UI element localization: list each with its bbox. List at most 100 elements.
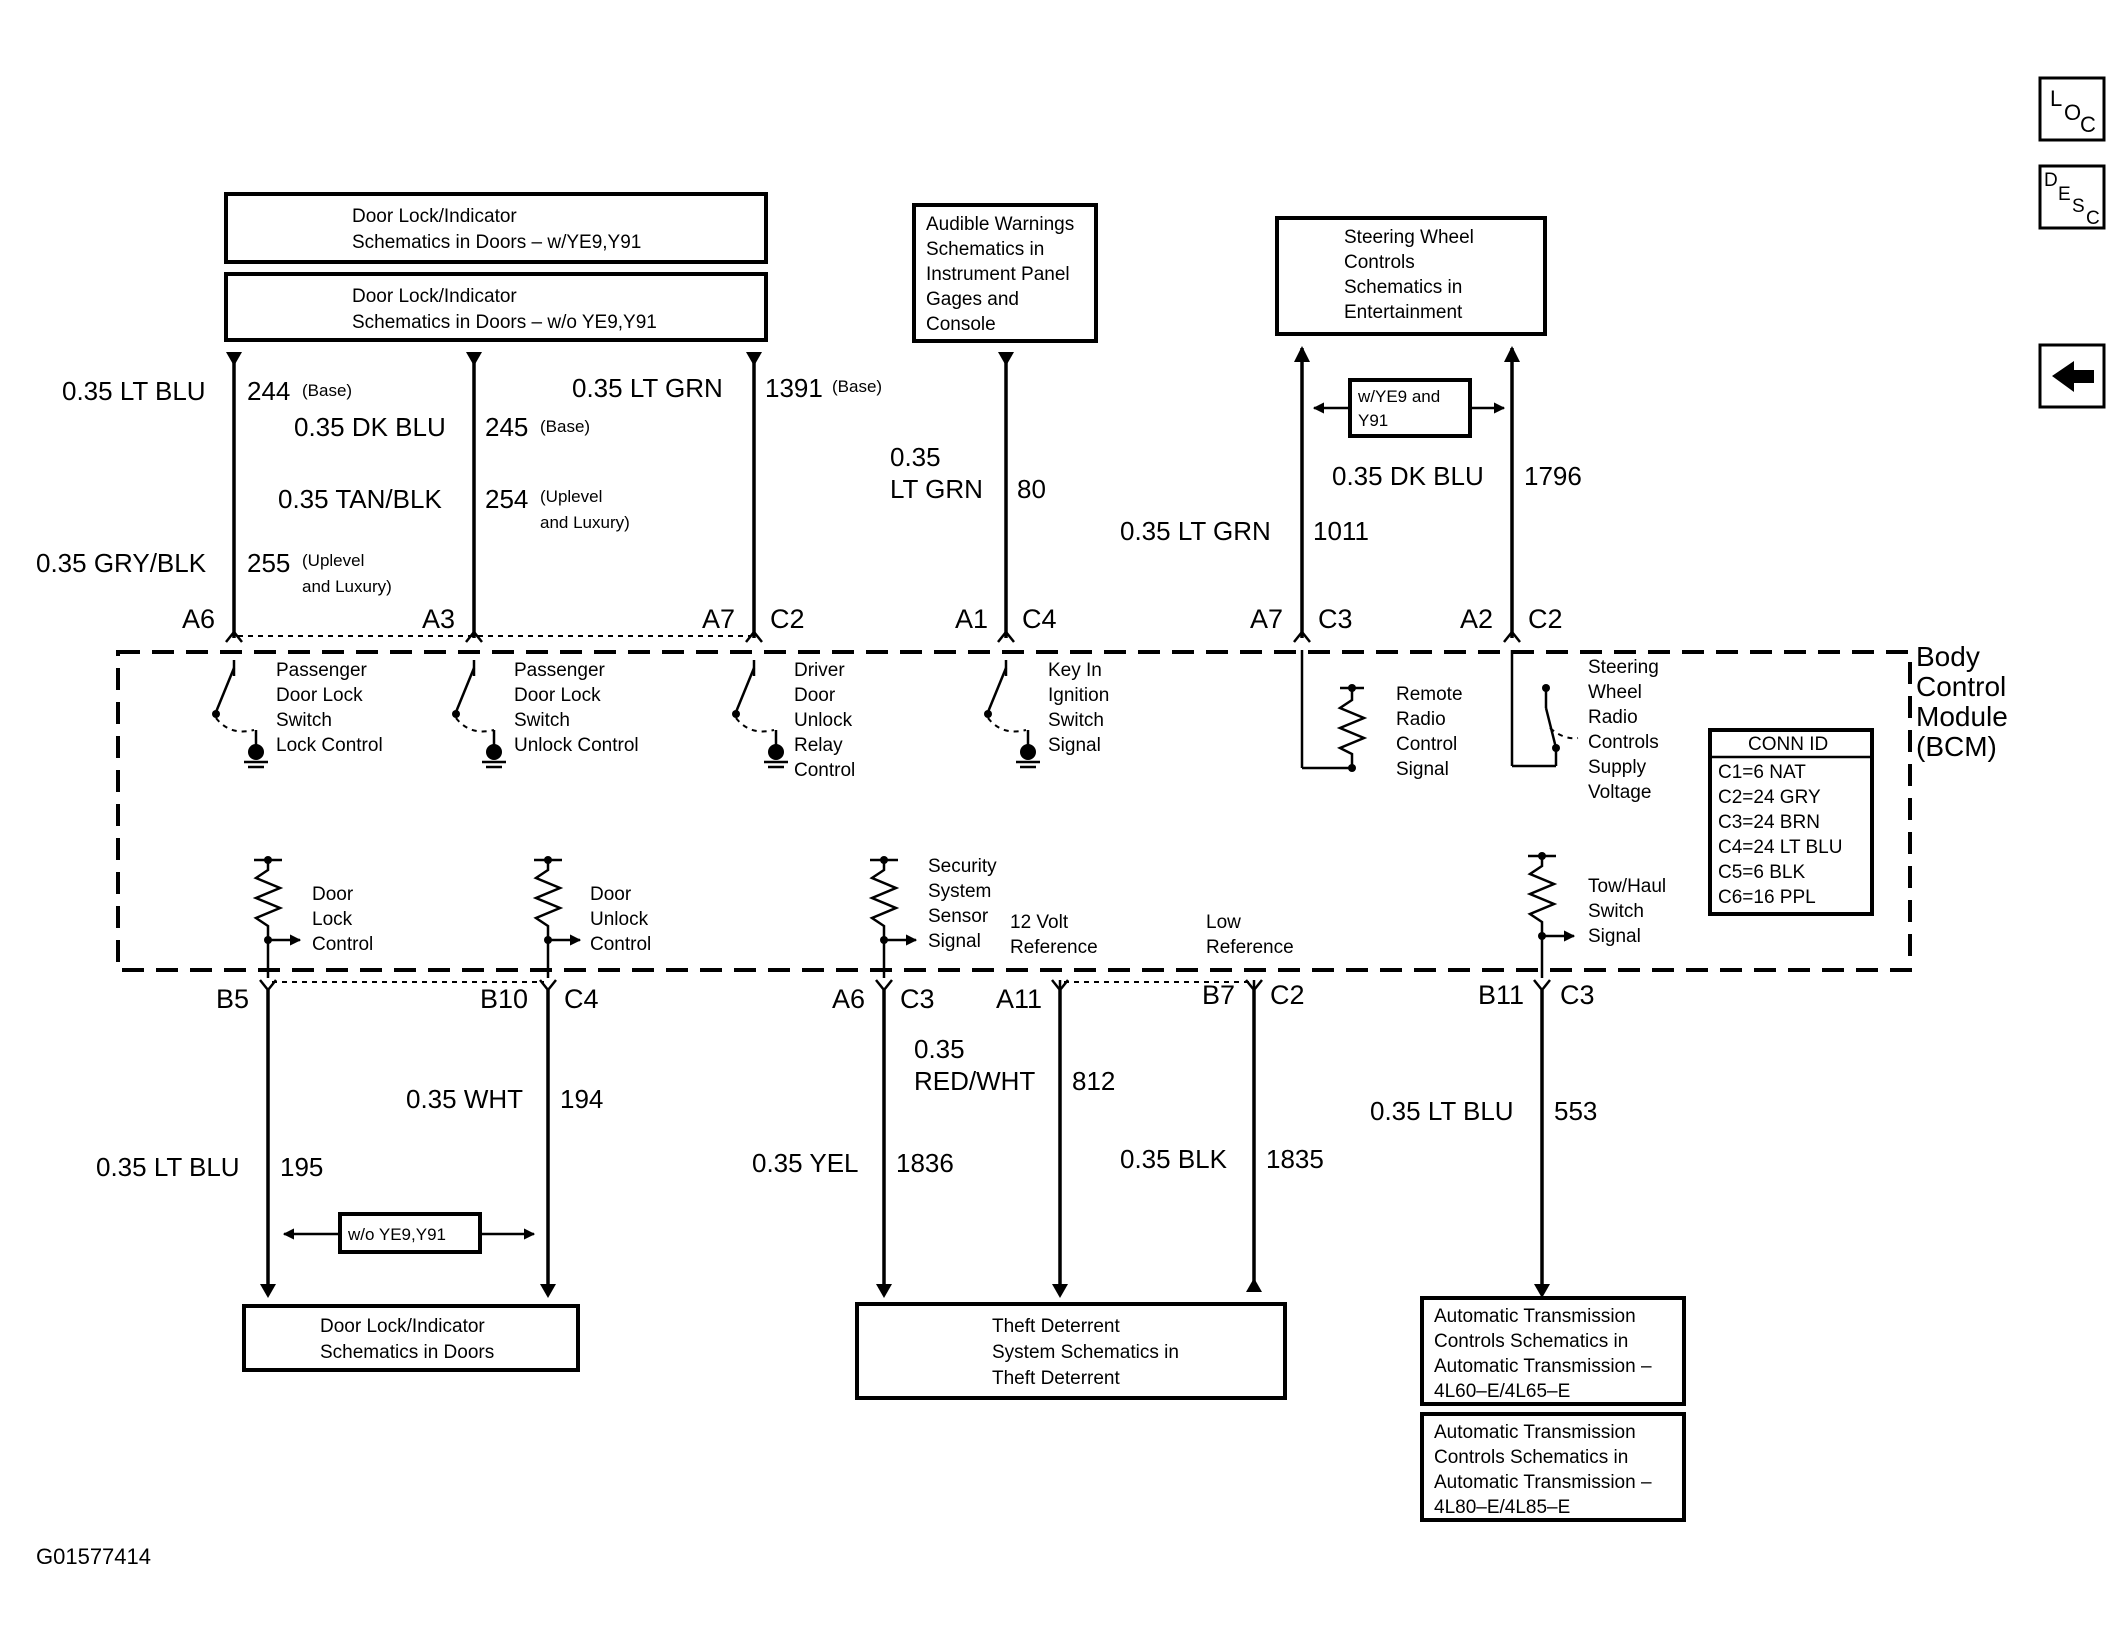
svg-text:C3: C3 [1560,980,1595,1010]
svg-text:A6: A6 [182,604,215,634]
svg-text:0.35 LT BLU: 0.35 LT BLU [62,376,206,406]
twelve-volt-reference: 12 Volt Reference [1010,912,1098,958]
svg-text:Automatic Transmission: Automatic Transmission [1434,1422,1636,1443]
bottom-pin-labels: B5 B10 C4 A6 C3 A11 B7 C2 B11 C3 [216,980,1595,1014]
svg-text:Automatic Transmission –: Automatic Transmission – [1434,1356,1652,1377]
svg-text:1796: 1796 [1524,461,1582,491]
svg-text:Theft Deterrent: Theft Deterrent [992,1316,1120,1337]
svg-text:0.35 TAN/BLK: 0.35 TAN/BLK [278,484,442,514]
svg-text:Door Lock/Indicator: Door Lock/Indicator [320,1316,485,1337]
svg-text:1391: 1391 [765,373,823,403]
svg-text:Door Lock/Indicator: Door Lock/Indicator [352,286,517,307]
svg-text:Entertainment: Entertainment [1344,302,1463,323]
svg-text:812: 812 [1072,1066,1115,1096]
key-in-ignition-switch: Key In Ignition Switch Signal [984,660,1109,769]
svg-text:0.35 LT BLU: 0.35 LT BLU [1370,1096,1514,1126]
svg-text:Unlock: Unlock [794,710,853,731]
svg-text:C2: C2 [1270,980,1305,1010]
svg-text:C3=24 BRN: C3=24 BRN [1718,812,1820,833]
svg-text:Switch: Switch [514,710,570,731]
svg-text:A3: A3 [422,604,455,634]
theft-deterrent-box: Theft Deterrent System Schematics in The… [855,1302,1287,1400]
loc-button[interactable]: L O C [2038,76,2106,142]
back-button[interactable] [2038,343,2106,409]
svg-text:Unlock: Unlock [590,909,649,930]
steering-radio-supply: Steering Wheel Radio Controls Supply Vol… [1510,650,1659,803]
svg-text:12 Volt: 12 Volt [1010,912,1069,933]
svg-text:0.35 DK BLU: 0.35 DK BLU [294,412,446,442]
svg-text:B5: B5 [216,984,249,1014]
top-connector-chevrons [225,629,1521,643]
svg-text:0.35 LT GRN: 0.35 LT GRN [572,373,723,403]
svg-text:Door: Door [590,884,632,905]
svg-text:Switch: Switch [276,710,332,731]
svg-text:Ignition: Ignition [1048,685,1109,706]
wire-244: 0.35 LT BLU 244 (Base) [62,352,352,638]
without-ye9-y91-option: w/o YE9,Y91 [282,1212,536,1254]
svg-text:A2: A2 [1460,604,1493,634]
svg-text:0.35 DK BLU: 0.35 DK BLU [1332,461,1484,491]
with-ye9-y91-option: w/YE9 and Y91 [1312,378,1506,438]
audible-warnings-box: Audible Warnings Schematics in Instrumen… [912,203,1098,343]
svg-text:254: 254 [485,484,528,514]
svg-text:Schematics in Doors – w/YE9,Y9: Schematics in Doors – w/YE9,Y91 [352,232,641,253]
wire-812: 0.35 RED/WHT 812 [914,990,1115,1298]
low-reference: Low Reference [1206,912,1294,958]
svg-text:Signal: Signal [1396,759,1449,780]
svg-text:C4: C4 [1022,604,1057,634]
left-arrow-icon [2052,361,2094,392]
svg-text:Signal: Signal [1588,926,1641,947]
svg-text:80: 80 [1017,474,1046,504]
svg-text:Lock Control: Lock Control [276,735,383,756]
loc-letter-l: L [2050,86,2062,111]
svg-text:Instrument Panel: Instrument Panel [926,264,1070,285]
wire-553: 0.35 LT BLU 553 [1370,990,1597,1298]
svg-text:Console: Console [926,314,996,335]
svg-text:Voltage: Voltage [1588,782,1651,803]
svg-text:(Base): (Base) [832,377,882,396]
bcm-outline [116,650,1912,972]
svg-text:1011: 1011 [1313,516,1369,546]
svg-text:C4=24 LT BLU: C4=24 LT BLU [1718,837,1842,858]
svg-text:Control: Control [1916,671,2006,702]
wire-195: 0.35 LT BLU 195 [96,990,323,1298]
svg-text:System Schematics in: System Schematics in [992,1342,1179,1363]
svg-text:A6: A6 [832,984,865,1014]
svg-text:A11: A11 [996,984,1042,1014]
wire-1836: 0.35 YEL 1836 [752,990,954,1298]
svg-text:w/o YE9,Y91: w/o YE9,Y91 [347,1225,446,1244]
svg-text:Steering: Steering [1588,657,1659,678]
svg-text:(BCM): (BCM) [1916,731,1997,762]
svg-text:C3: C3 [900,984,935,1014]
svg-text:Schematics in: Schematics in [1344,277,1462,298]
svg-text:(Uplevel: (Uplevel [540,487,602,506]
svg-text:Audible Warnings: Audible Warnings [926,214,1074,235]
svg-text:Controls Schematics in: Controls Schematics in [1434,1447,1628,1468]
door-unlock-control: Door Unlock Control [532,856,651,978]
svg-text:C2: C2 [1528,604,1563,634]
svg-text:Schematics in Doors – w/o YE9,: Schematics in Doors – w/o YE9,Y91 [352,312,657,333]
svg-text:Security: Security [928,856,997,877]
svg-text:(Base): (Base) [540,417,590,436]
svg-text:Signal: Signal [928,931,981,952]
desc-button[interactable]: D E S C [2038,164,2106,230]
door-lock-bottom-box: Door Lock/Indicator Schematics in Doors [242,1304,580,1372]
svg-text:Automatic Transmission –: Automatic Transmission – [1434,1472,1652,1493]
svg-text:4L80–E/4L85–E: 4L80–E/4L85–E [1434,1497,1570,1518]
svg-text:Module: Module [1916,701,2008,732]
svg-text:0.35 WHT: 0.35 WHT [406,1084,523,1114]
bcm-title: Body Control Module (BCM) [1916,641,2008,762]
svg-text:Control: Control [794,760,855,781]
svg-text:Door Lock: Door Lock [276,685,363,706]
svg-text:and Luxury): and Luxury) [302,577,392,596]
passenger-unlock-switch: Passenger Door Lock Switch Unlock Contro… [452,660,639,769]
wire-245: 0.35 DK BLU 245 (Base) [294,352,590,638]
wire-1011: 0.35 LT GRN 1011 [1120,346,1369,638]
svg-text:Supply: Supply [1588,757,1647,778]
svg-text:System: System [928,881,991,902]
svg-text:Driver: Driver [794,660,845,681]
steering-wheel-controls-box: Steering Wheel Controls Schematics in En… [1275,216,1547,336]
svg-text:Low: Low [1206,912,1241,933]
remote-radio-control: Remote Radio Control Signal [1300,650,1463,780]
svg-text:Control: Control [1396,734,1457,755]
